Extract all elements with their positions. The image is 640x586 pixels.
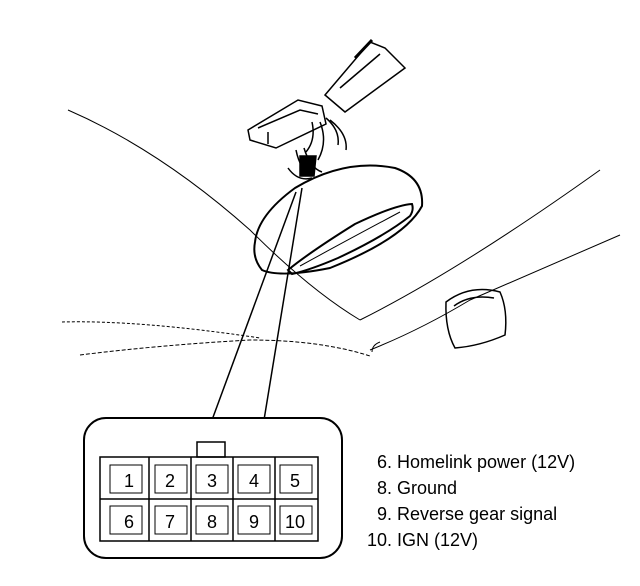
legend-item: 8. Ground — [368, 475, 575, 501]
legend-label: IGN (12V) — [397, 530, 479, 550]
pin-label: 7 — [165, 512, 175, 532]
mirror-mount-rail — [323, 38, 407, 113]
pin-label: 5 — [290, 471, 300, 491]
wire-harness — [287, 117, 347, 180]
pin-label: 9 — [249, 512, 259, 532]
connector-diagram — [83, 417, 343, 559]
pin-label: 3 — [207, 471, 217, 491]
sensor-housing — [247, 99, 327, 149]
connector-pin-labels: 1 2 3 4 5 6 7 8 9 10 — [124, 471, 305, 532]
legend-label: Homelink power (12V) — [397, 452, 576, 472]
callout-lines — [211, 187, 303, 421]
legend-number: 6. — [376, 452, 392, 472]
pin-label: 4 — [249, 471, 259, 491]
legend-number: 9. — [376, 504, 392, 524]
legend-item: 6. Homelink power (12V) — [368, 449, 575, 475]
legend-label: Reverse gear signal — [397, 504, 558, 524]
legend-number: 8. — [376, 478, 392, 498]
pin-label: 8 — [207, 512, 217, 532]
legend-label: Ground — [397, 478, 458, 498]
visor-bracket — [445, 288, 507, 349]
legend-item: 9. Reverse gear signal — [368, 501, 575, 527]
rearview-mirror — [253, 164, 424, 276]
pin-label: 10 — [285, 512, 305, 532]
pin-label: 6 — [124, 512, 134, 532]
legend-item: 10. IGN (12V) — [358, 527, 575, 553]
legend-number: 10. — [366, 530, 392, 550]
pin-label: 2 — [165, 471, 175, 491]
pin-label: 1 — [124, 471, 134, 491]
pin-legend: 6. Homelink power (12V) 8. Ground 9. Rev… — [367, 449, 575, 553]
headliner-outline — [61, 109, 621, 357]
